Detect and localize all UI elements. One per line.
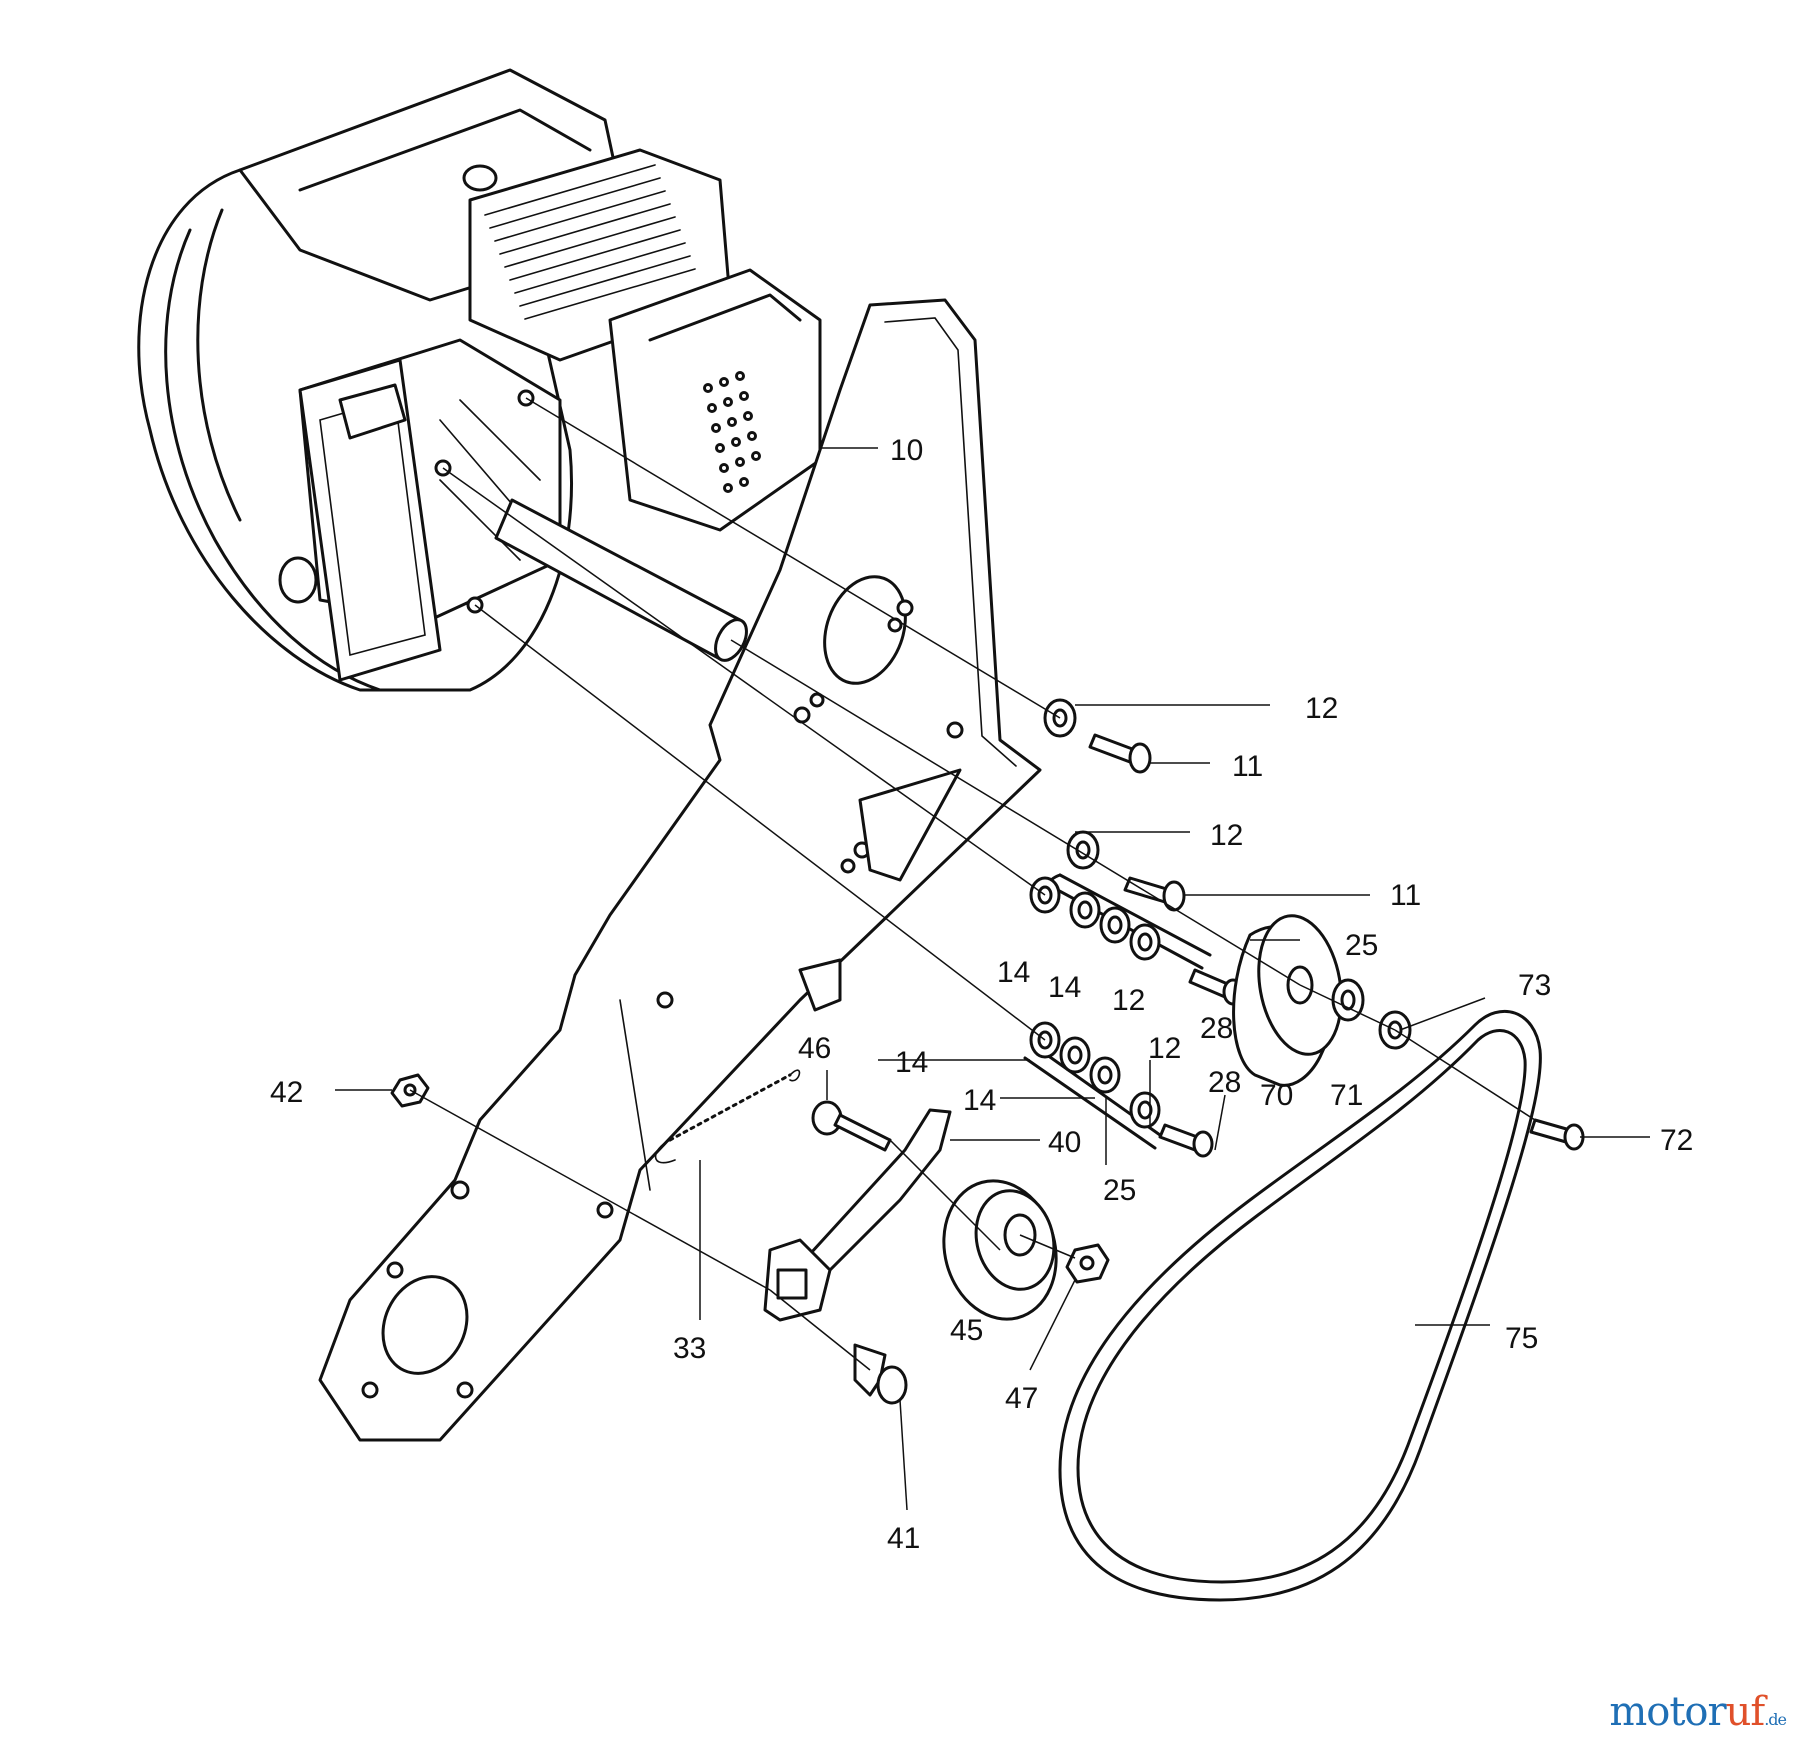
- part-label-46: 46: [798, 1032, 831, 1065]
- part-label-12: 12: [1148, 1032, 1181, 1065]
- engine-assembly: [137, 68, 822, 692]
- part-label-40: 40: [1048, 1126, 1081, 1159]
- part-label-75: 75: [1505, 1322, 1538, 1355]
- part-labels: 10 12 11 12 11 25 14 14 12 28 70 71 73 4…: [270, 434, 1693, 1555]
- part-label-45: 45: [950, 1314, 983, 1347]
- part-label-10: 10: [890, 434, 923, 467]
- muffler-holes: [703, 371, 761, 493]
- callout-leaders: [335, 447, 1650, 1511]
- part-label-72: 72: [1660, 1124, 1693, 1157]
- part-label-12: 12: [1210, 819, 1243, 852]
- alignment-lines: [409, 397, 1536, 1371]
- part-label-42: 42: [270, 1076, 303, 1109]
- mounting-plate: [318, 298, 1042, 1442]
- hardware-parts: [390, 698, 1585, 1405]
- part-label-25: 25: [1103, 1174, 1136, 1207]
- part-label-25: 25: [1345, 929, 1378, 962]
- part-label-14: 14: [895, 1046, 928, 1079]
- part-label-14: 14: [997, 956, 1030, 989]
- site-watermark: motoruf.de: [1609, 1689, 1787, 1735]
- part-label-71: 71: [1330, 1079, 1363, 1112]
- part-label-11: 11: [1232, 750, 1263, 783]
- part-label-41: 41: [887, 1522, 920, 1555]
- part-label-47: 47: [1005, 1382, 1038, 1415]
- part-label-14: 14: [1048, 971, 1081, 1004]
- cylinder-fins: [484, 164, 696, 320]
- drive-belt: [1058, 1009, 1542, 1602]
- part-label-11: 11: [1390, 879, 1421, 912]
- part-label-28: 28: [1208, 1066, 1241, 1099]
- part-label-70: 70: [1260, 1079, 1293, 1112]
- part-label-14: 14: [963, 1084, 996, 1117]
- part-label-33: 33: [673, 1332, 706, 1365]
- washer-stack-upper: [1029, 876, 1161, 961]
- part-label-12: 12: [1305, 692, 1338, 725]
- part-label-73: 73: [1518, 969, 1551, 1002]
- part-label-12: 12: [1112, 984, 1145, 1017]
- part-label-28: 28: [1200, 1012, 1233, 1045]
